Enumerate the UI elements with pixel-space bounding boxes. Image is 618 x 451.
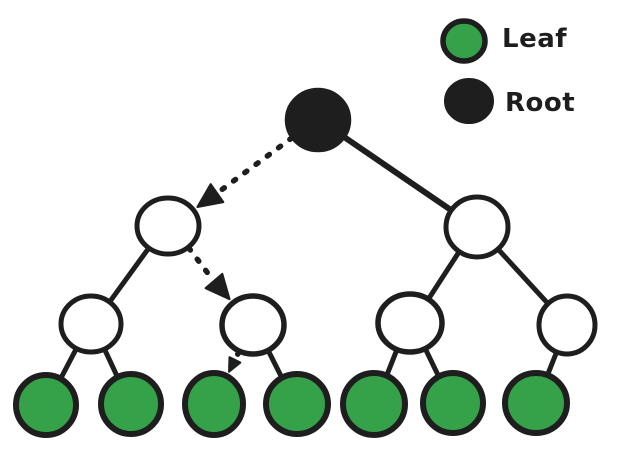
legend-label-leaf: Leaf — [502, 24, 567, 54]
arrowhead-n-lr-leaf-3 — [228, 356, 242, 373]
node-n-rr — [536, 293, 598, 357]
legend: Leaf Root — [440, 18, 575, 124]
arrowhead-root-n-l — [196, 183, 225, 208]
nodes-layer — [13, 87, 598, 438]
node-n-l — [134, 195, 202, 257]
legend-swatches — [440, 18, 494, 124]
edge-n-r-n-rl — [426, 249, 462, 301]
search-path-dotted-n-l-n-lr — [186, 245, 215, 282]
edge-n-lr-leaf-4 — [266, 348, 284, 380]
edge-n-r-n-rr — [496, 247, 550, 306]
legend-label-root: Root — [505, 88, 575, 118]
node-n-r — [443, 194, 511, 260]
edge-n-ll-leaf-2 — [102, 347, 120, 379]
search-path-arrowheads-layer — [196, 183, 242, 373]
node-leaf-7-leaf — [502, 370, 570, 436]
edge-n-rl-leaf-5 — [384, 347, 400, 378]
node-n-ll — [58, 293, 124, 355]
legend-swatch-root — [444, 78, 494, 124]
edge-n-rr-leaf-7 — [545, 350, 559, 377]
node-n-rl — [375, 291, 445, 355]
node-n-lr — [219, 293, 287, 357]
edge-n-ll-leaf-1 — [58, 346, 79, 381]
edges-layer — [58, 134, 559, 381]
legend-swatch-leaf — [440, 18, 488, 64]
search-path-dotted-root-n-l — [216, 135, 295, 195]
node-leaf-2-leaf — [98, 371, 164, 437]
node-root-root — [284, 87, 352, 153]
node-leaf-6-leaf — [420, 370, 486, 436]
edge-root-n-r — [341, 134, 454, 213]
node-leaf-4-leaf — [263, 371, 331, 437]
node-leaf-5-leaf — [340, 370, 408, 438]
arrowhead-n-l-n-lr — [204, 272, 231, 301]
node-leaf-3-leaf — [182, 370, 246, 438]
edge-n-l-n-ll — [107, 246, 151, 304]
node-leaf-1-leaf — [13, 372, 79, 438]
edge-n-rl-leaf-6 — [423, 346, 441, 379]
